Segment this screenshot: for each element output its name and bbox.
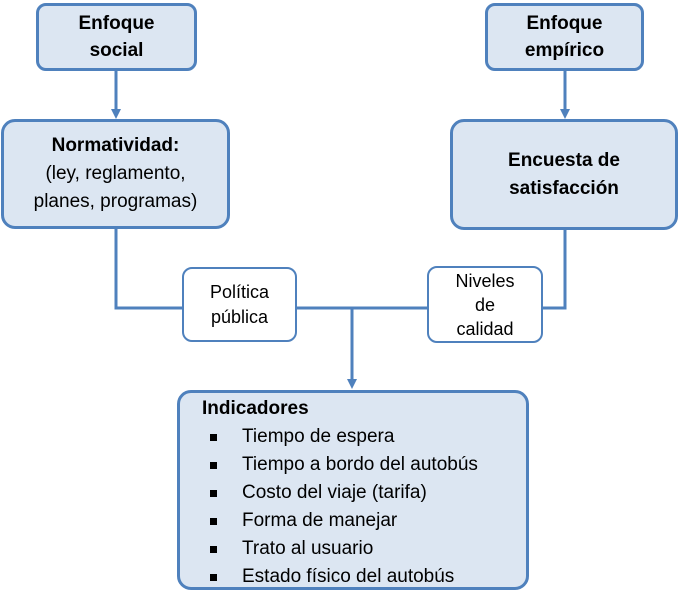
enfoque-empirico-box: Enfoque empírico <box>485 3 644 71</box>
list-item-text: Tiempo de espera <box>242 426 395 447</box>
niveles-line1: Niveles <box>455 270 515 291</box>
enfoque-empirico-line2: empírico <box>524 40 605 61</box>
list-item: Costo del viaje (tarifa) <box>202 479 526 507</box>
encuesta-line2: satisfacción <box>509 177 619 199</box>
enfoque-social-box: Enfoque social <box>36 3 197 71</box>
encuesta-line1: Encuesta de <box>508 149 620 171</box>
politica-line1: Política <box>209 281 270 302</box>
list-item: Tiempo a bordo del autobús <box>202 451 526 479</box>
encuesta-box: Encuesta de satisfacción <box>450 119 678 230</box>
list-item-text: Forma de manejar <box>242 510 398 531</box>
normatividad-box: Normatividad: (ley, reglamento, planes, … <box>1 119 230 229</box>
bullet-icon <box>210 518 217 525</box>
normatividad-line3: planes, programas) <box>33 191 198 212</box>
list-item: Estado físico del autobús <box>202 563 526 591</box>
indicadores-list: Tiempo de espera Tiempo a bordo del auto… <box>202 423 526 591</box>
enfoque-social-line2: social <box>89 40 144 61</box>
list-item: Forma de manejar <box>202 507 526 535</box>
bullet-icon <box>210 546 217 553</box>
bullet-icon <box>210 434 217 441</box>
indicadores-box: Indicadores Tiempo de espera Tiempo a bo… <box>177 390 529 590</box>
indicadores-title: Indicadores <box>202 398 309 419</box>
niveles-calidad-box: Niveles de calidad <box>427 266 543 343</box>
list-item-text: Costo del viaje (tarifa) <box>242 482 427 503</box>
list-item: Tiempo de espera <box>202 423 526 451</box>
list-item: Trato al usuario <box>202 535 526 563</box>
politica-publica-box: Política pública <box>182 267 297 342</box>
list-item-text: Trato al usuario <box>242 538 374 559</box>
enfoque-social-line1: Enfoque <box>78 13 155 34</box>
normatividad-line2: (ley, reglamento, <box>45 163 186 184</box>
niveles-line2: de <box>474 294 496 315</box>
list-item-text: Tiempo a bordo del autobús <box>242 454 478 475</box>
niveles-line3: calidad <box>456 318 514 339</box>
list-item-text: Estado físico del autobús <box>242 566 455 587</box>
bullet-icon <box>210 574 217 581</box>
enfoque-empirico-line1: Enfoque <box>526 13 603 34</box>
politica-line2: pública <box>210 306 269 327</box>
normatividad-title: Normatividad: <box>51 135 180 156</box>
bullet-icon <box>210 490 217 497</box>
connector-encuesta-niveles <box>542 230 567 310</box>
bullet-icon <box>210 462 217 469</box>
connector-normatividad-politica <box>114 228 183 310</box>
